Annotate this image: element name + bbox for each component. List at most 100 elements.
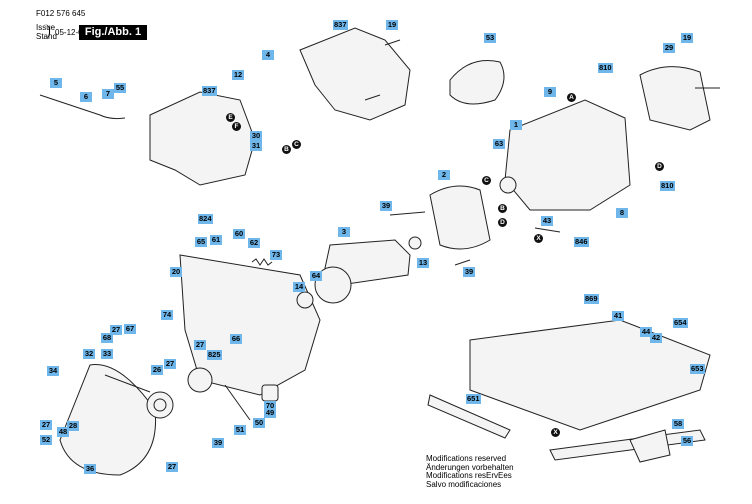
connection-marker: X <box>551 428 560 437</box>
handle-cover <box>299 27 411 121</box>
part-callout: 61 <box>210 235 222 245</box>
part-callout: 846 <box>574 237 589 247</box>
connection-marker: X <box>534 234 543 243</box>
issue-bracket <box>44 24 50 39</box>
part-callout: 63 <box>493 139 505 149</box>
part-callout: 62 <box>248 238 260 248</box>
doc-number: F012 576 645 <box>36 9 86 18</box>
part-callout: 654 <box>673 318 688 328</box>
base-plate <box>469 319 711 431</box>
connection-marker: F <box>232 122 241 131</box>
footer-line: Salvo modificaciones <box>426 479 502 489</box>
part-callout: 27 <box>164 359 176 369</box>
connection-marker: B <box>498 204 507 213</box>
part-callout: 39 <box>212 438 224 448</box>
part-callout: 31 <box>250 141 262 151</box>
part-callout: 29 <box>663 43 675 53</box>
connection-marker: B <box>282 145 291 154</box>
part-callout: 7 <box>102 89 114 99</box>
part-callout: 825 <box>207 350 222 360</box>
part-callout: 19 <box>681 33 693 43</box>
part-callout: 27 <box>166 462 178 472</box>
bearing-13 <box>408 236 422 250</box>
connection-marker: D <box>498 218 507 227</box>
fan-cover <box>639 66 711 131</box>
seal-63 <box>499 176 517 194</box>
connection-marker: E <box>226 113 235 122</box>
part-callout: 27 <box>110 325 122 335</box>
part-callout: 869 <box>584 294 599 304</box>
part-callout: 27 <box>194 340 206 350</box>
part-callout: 44 <box>640 327 652 337</box>
part-callout: 3 <box>338 227 350 237</box>
part-callout: 74 <box>161 310 173 320</box>
part-callout: 34 <box>47 366 59 376</box>
sleeve <box>261 384 279 402</box>
part-callout: 30 <box>250 131 262 141</box>
part-callout: 4 <box>262 50 274 60</box>
part-callout: 8 <box>616 208 628 218</box>
part-callout: 19 <box>386 20 398 30</box>
motor-housing <box>504 99 631 211</box>
wrench <box>427 394 511 439</box>
knob <box>449 60 505 105</box>
part-callout: 48 <box>57 427 69 437</box>
issue-date: 05-12-07 <box>55 28 88 37</box>
part-callout: 33 <box>101 349 113 359</box>
part-callout: 64 <box>310 271 322 281</box>
modifications-note: Modifications reserved Ӓnderungen vorbeh… <box>426 454 514 489</box>
part-callout: 810 <box>660 181 675 191</box>
bearing-14 <box>296 291 314 309</box>
part-callout: 39 <box>463 267 475 277</box>
part-callout: 14 <box>293 282 305 292</box>
part-callout: 824 <box>198 214 213 224</box>
part-callout: 49 <box>264 408 276 418</box>
part-callout: 6 <box>80 92 92 102</box>
footer-line: Ӓnderungen vorbehalten <box>426 462 514 472</box>
part-callout: 13 <box>417 258 429 268</box>
part-callout: 66 <box>230 334 242 344</box>
connection-marker: A <box>567 93 576 102</box>
part-callout: 9 <box>544 87 556 97</box>
part-callout: 41 <box>612 311 624 321</box>
part-callout: 27 <box>40 420 52 430</box>
part-callout: 5 <box>50 78 62 88</box>
handle-rear <box>149 91 256 186</box>
part-callout: 73 <box>270 250 282 260</box>
part-callout: 653 <box>690 364 705 374</box>
part-callout: 651 <box>466 394 481 404</box>
part-callout: 12 <box>232 70 244 80</box>
part-callout: 52 <box>40 435 52 445</box>
gear <box>187 367 213 393</box>
part-callout: 1 <box>510 120 522 130</box>
footer-line: Modifications resErvEes <box>426 471 512 480</box>
footer-line: Modifications reserved <box>426 454 507 463</box>
part-callout: 65 <box>195 237 207 247</box>
part-callout: 20 <box>170 267 182 277</box>
stator <box>429 185 491 250</box>
part-callout: 39 <box>380 201 392 211</box>
part-callout: 2 <box>438 170 450 180</box>
cover-plate <box>629 429 671 463</box>
part-callout: 60 <box>233 229 245 239</box>
part-callout: 32 <box>83 349 95 359</box>
fan <box>314 266 352 304</box>
part-callout: 55 <box>114 83 126 93</box>
part-callout: 58 <box>672 419 684 429</box>
part-callout: 28 <box>67 421 79 431</box>
part-callout: 837 <box>202 86 217 96</box>
connection-marker: C <box>292 140 301 149</box>
part-callout: 36 <box>84 464 96 474</box>
part-callout: 67 <box>124 324 136 334</box>
part-callout: 70 <box>264 401 276 411</box>
part-callout: 68 <box>101 333 113 343</box>
part-callout: 26 <box>151 365 163 375</box>
part-callout: 837 <box>333 20 348 30</box>
part-callout: 51 <box>234 425 246 435</box>
part-callout: 42 <box>650 333 662 343</box>
part-callout: 53 <box>484 33 496 43</box>
part-callout: 56 <box>681 436 693 446</box>
connection-marker: D <box>655 162 664 171</box>
part-callout: 810 <box>598 63 613 73</box>
